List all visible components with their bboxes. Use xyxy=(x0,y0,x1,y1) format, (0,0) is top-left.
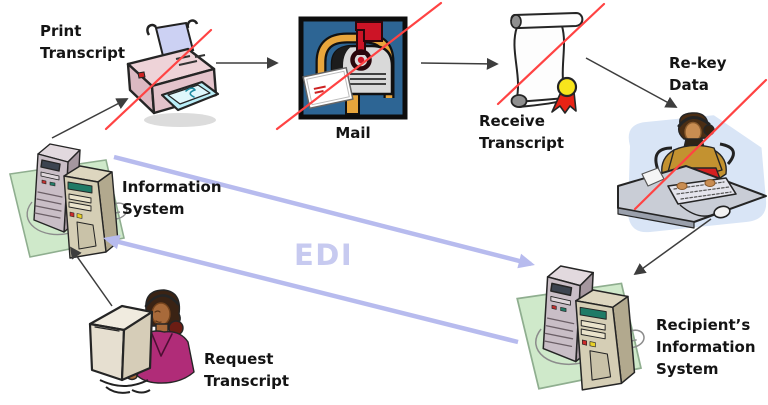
arrow-receive-to-rekey xyxy=(585,57,678,108)
mailbox-icon xyxy=(298,16,408,120)
edi-label: EDI xyxy=(294,238,354,272)
recipients-information-system-label: Recipient’s Information System xyxy=(656,316,756,378)
printer-icon xyxy=(116,18,222,130)
mail-label: Mail xyxy=(335,124,371,142)
monitor xyxy=(88,304,154,382)
power-button xyxy=(137,71,146,79)
recipients-information-system-icon xyxy=(500,240,656,392)
request-transcript-label: Request Transcript xyxy=(204,350,290,390)
hand xyxy=(676,182,688,190)
arrow-mail-to-receive xyxy=(420,57,499,70)
person-at-computer-icon xyxy=(86,280,212,404)
paper-hook xyxy=(186,19,199,29)
transcript-scroll-icon xyxy=(492,8,592,114)
printer-shadow xyxy=(144,113,216,127)
information-system-icon xyxy=(4,120,128,260)
hand xyxy=(704,179,716,187)
keyboard-squiggle xyxy=(99,379,151,394)
information-system-label: Information System xyxy=(122,178,222,218)
paper-hook xyxy=(146,23,157,36)
print-transcript-label: Print Transcript xyxy=(40,22,126,62)
data-entry-operator-icon xyxy=(616,108,768,234)
receive-transcript-label: Receive Transcript xyxy=(479,112,565,152)
rekey-data-label: Re-key Data xyxy=(669,54,727,94)
